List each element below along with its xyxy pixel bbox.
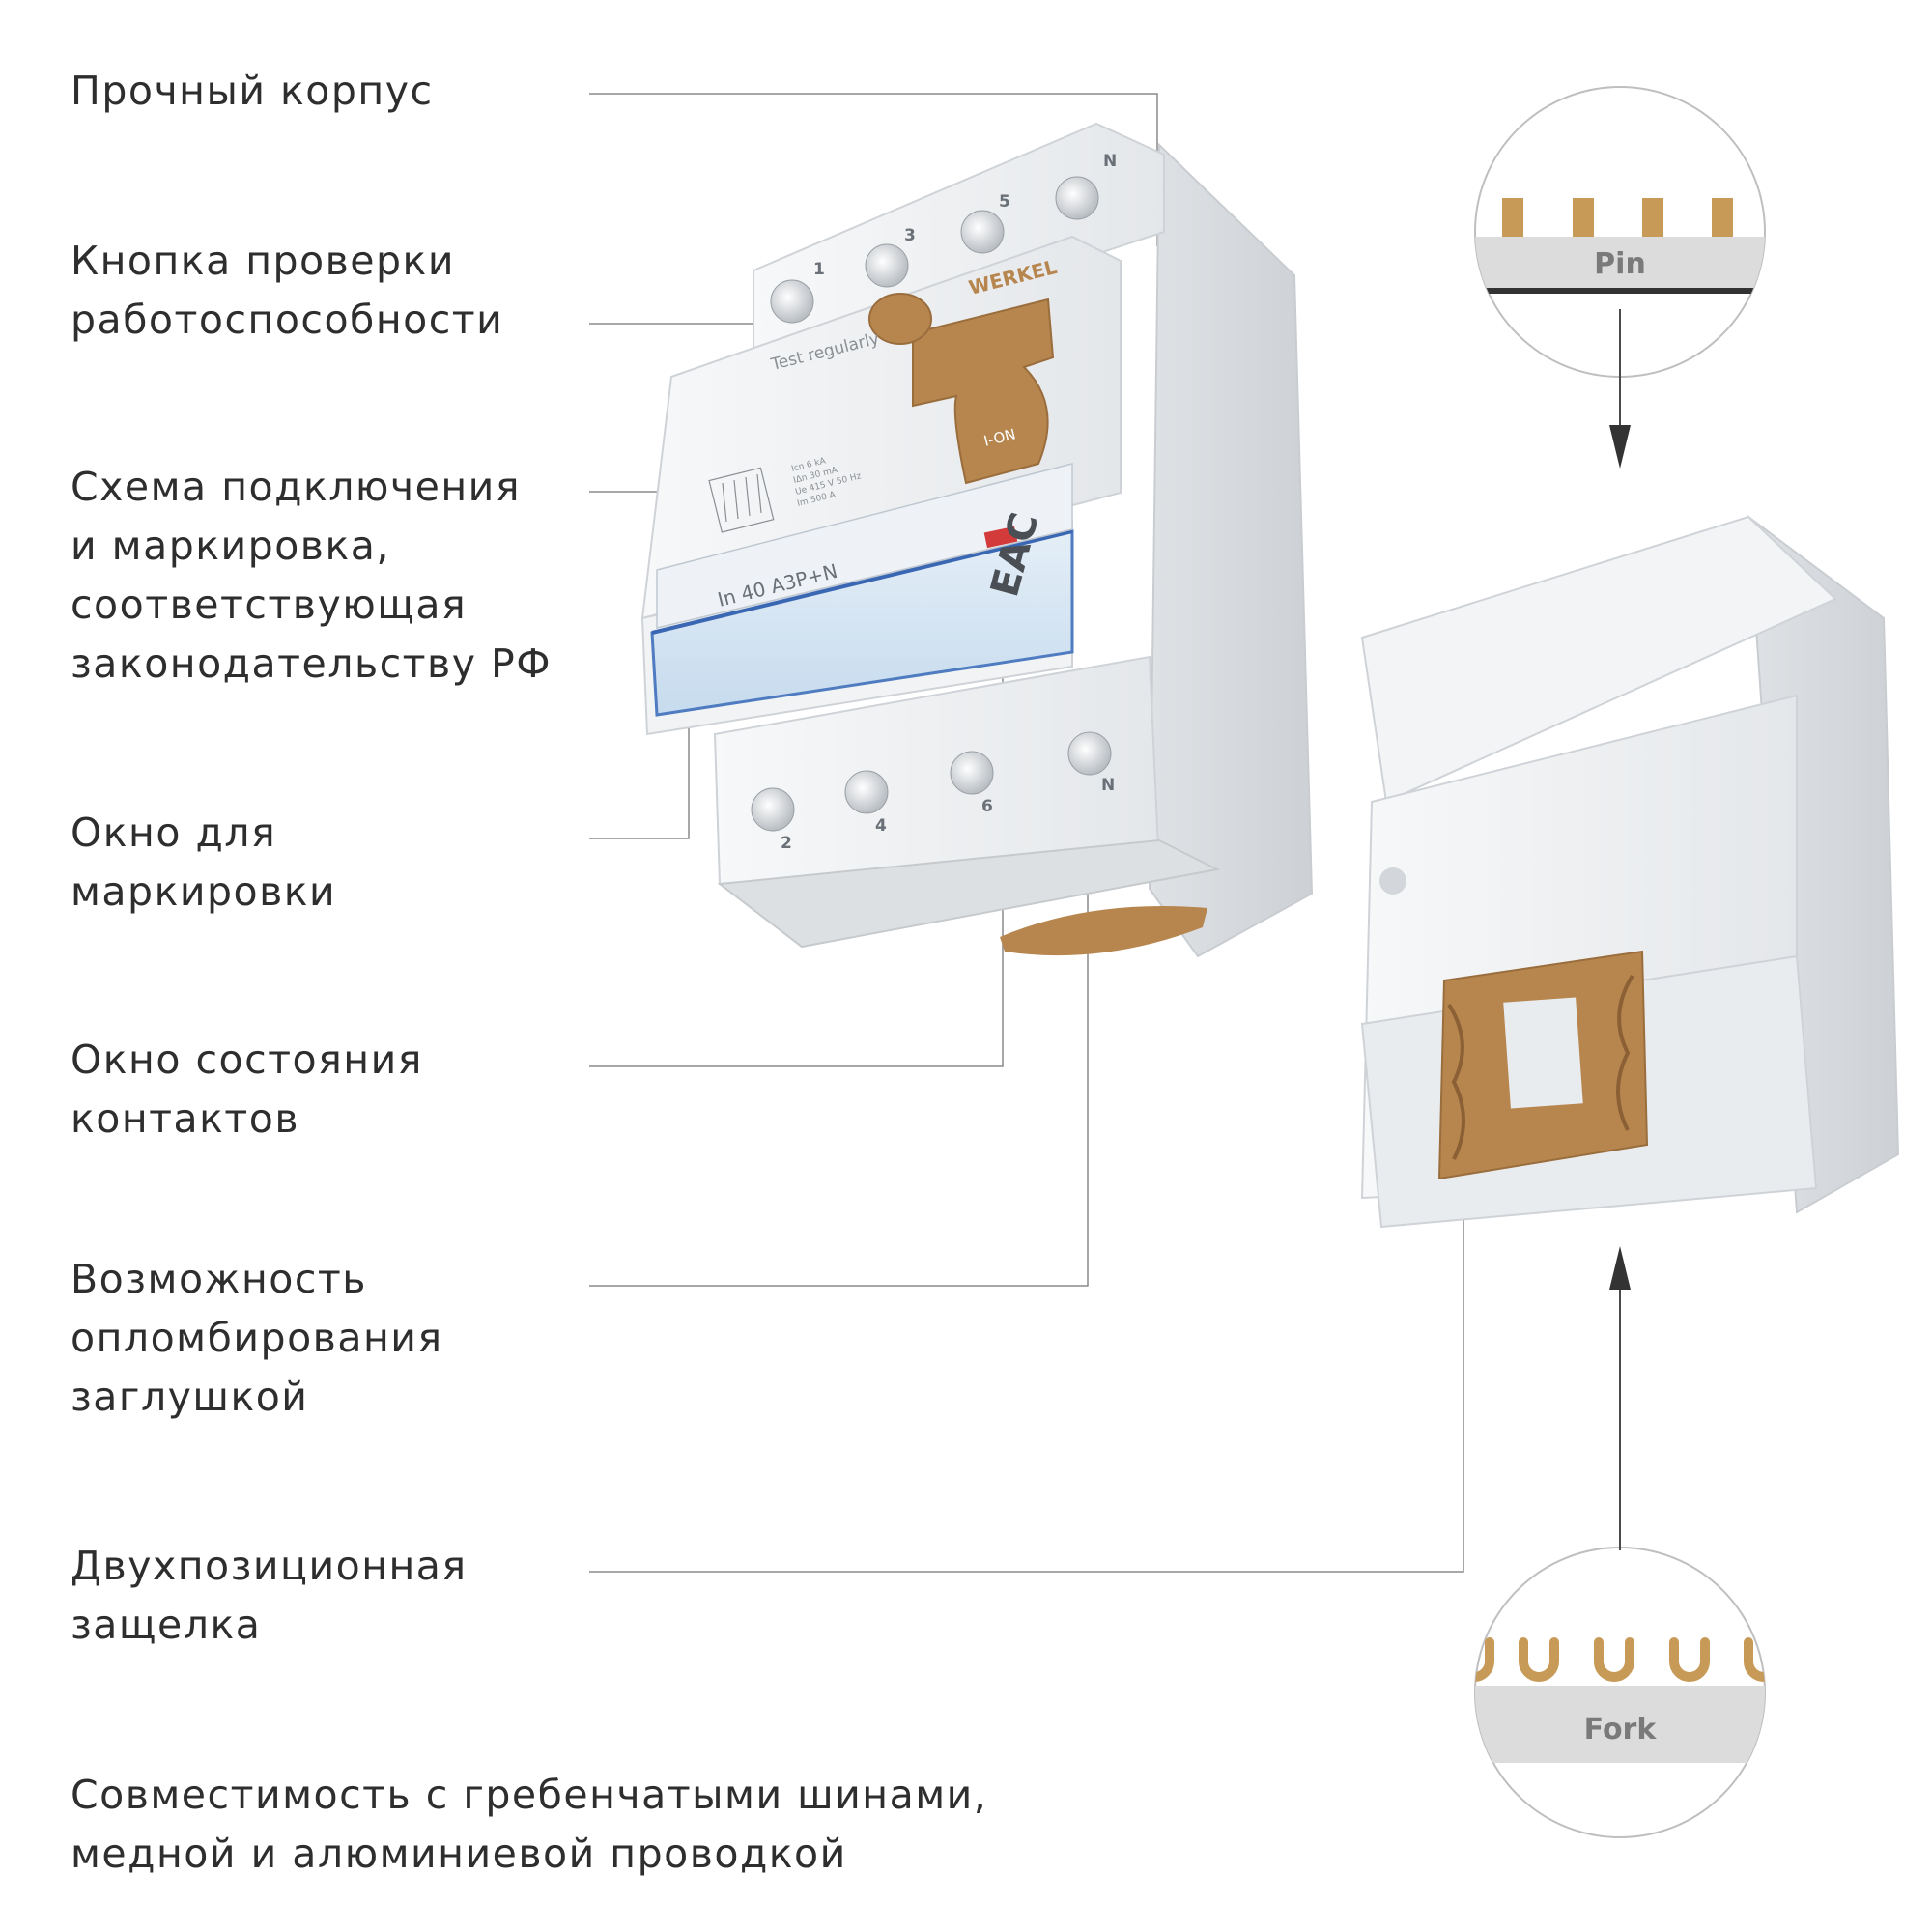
feature-line: Схема подключения xyxy=(71,464,521,510)
terminal-screw xyxy=(770,279,814,324)
feature-line: работоспособности xyxy=(71,297,504,343)
feature-line: соответствующая xyxy=(71,582,468,628)
terminal-screw xyxy=(1067,731,1112,776)
fork-tooth xyxy=(1744,1637,1765,1682)
terminal-label: 2 xyxy=(781,834,792,853)
pin-tooth xyxy=(1642,198,1663,237)
test-button xyxy=(868,293,932,345)
latch-slot xyxy=(1503,997,1583,1109)
rear-hole xyxy=(1379,867,1406,895)
status-window xyxy=(983,526,1018,549)
wiring-diagram xyxy=(708,467,775,533)
feature-line: Совместимость с гребенчатыми шинами, xyxy=(71,1772,988,1818)
terminal-screw xyxy=(950,751,994,795)
fork-busbar-body xyxy=(1475,1686,1765,1763)
feature-line: Окно состояния xyxy=(71,1037,423,1083)
feature-marking-window: Окно для маркировки xyxy=(71,804,336,922)
feature-wiring-diagram: Схема подключения и маркировка, соответс… xyxy=(71,458,552,694)
arrow-up xyxy=(1609,1246,1631,1550)
feature-line: заглушкой xyxy=(71,1374,309,1420)
terminal-label: 5 xyxy=(999,192,1010,212)
feature-line: Окно для xyxy=(71,810,277,856)
terminal-label: 4 xyxy=(875,816,887,836)
terminal-label: N xyxy=(1103,152,1117,171)
feature-line: и маркировка, xyxy=(71,523,390,569)
din-latch xyxy=(1000,906,1208,956)
feature-contact-status-window: Окно состояния контактов xyxy=(71,1031,423,1149)
device-side xyxy=(1148,142,1314,958)
terminal-label: 1 xyxy=(813,260,825,279)
terminal-screw xyxy=(844,770,889,814)
pin-label: Pin xyxy=(1594,247,1646,281)
feature-line: маркировки xyxy=(71,868,337,915)
rcd-front-view: WERKEL Test regularly I-ON In 40 A3P+N E… xyxy=(640,122,1314,958)
fork-tooth xyxy=(1519,1637,1559,1682)
feature-line: Кнопка проверки xyxy=(71,238,455,284)
leader-line-marking-window xyxy=(589,696,690,839)
terminal-label: 3 xyxy=(904,226,916,245)
feature-test-button: Кнопка проверки работоспособности xyxy=(71,232,503,350)
feature-line: Возможность xyxy=(71,1256,367,1302)
fork-tooth xyxy=(1594,1637,1634,1682)
rcd-rear-view xyxy=(1360,514,1900,1229)
fork-tooth xyxy=(1669,1637,1710,1682)
rear-top xyxy=(1360,515,1837,804)
feature-line: защелка xyxy=(71,1602,262,1648)
terminal-screw xyxy=(960,210,1005,254)
feature-sealing-cap: Возможность опломбирования заглушкой xyxy=(71,1250,443,1427)
fork-busbar-detail: Fork xyxy=(1474,1547,1766,1838)
pin-tooth xyxy=(1712,198,1733,237)
feature-busbar-compatibility: Совместимость с гребенчатыми шинами, мед… xyxy=(71,1766,987,1884)
feature-line: контактов xyxy=(71,1095,300,1142)
feature-line: Прочный корпус xyxy=(71,68,434,114)
toggle-handle xyxy=(912,298,1055,485)
feature-line: опломбирования xyxy=(71,1315,443,1361)
pin-tooth xyxy=(1502,198,1523,237)
feature-line: законодательству РФ xyxy=(71,640,553,687)
fork-tooth xyxy=(1475,1637,1494,1682)
terminal-label: 6 xyxy=(981,797,993,816)
terminal-screw xyxy=(751,787,795,832)
pin-tooth xyxy=(1573,198,1594,237)
bottom-terminal-screws xyxy=(751,731,1112,832)
rating-strip xyxy=(656,463,1073,629)
feature-line: Двухпозиционная xyxy=(71,1543,468,1589)
top-terminal-screws xyxy=(770,176,1099,324)
feature-durable-housing: Прочный корпус xyxy=(71,62,434,121)
feature-line: медной и алюминиевой проводкой xyxy=(71,1831,847,1877)
fork-label: Fork xyxy=(1584,1713,1658,1747)
terminal-screw xyxy=(865,243,909,288)
terminal-screw xyxy=(1055,176,1099,220)
pin-busbar-body xyxy=(1475,237,1765,290)
device-base xyxy=(717,838,1221,949)
feature-two-position-latch: Двухпозиционная защелка xyxy=(71,1537,468,1655)
arrow-down xyxy=(1609,309,1631,469)
leader-line-latch xyxy=(589,1198,1464,1573)
pin-busbar-detail: Pin xyxy=(1474,86,1766,378)
terminal-label: N xyxy=(1101,776,1115,795)
